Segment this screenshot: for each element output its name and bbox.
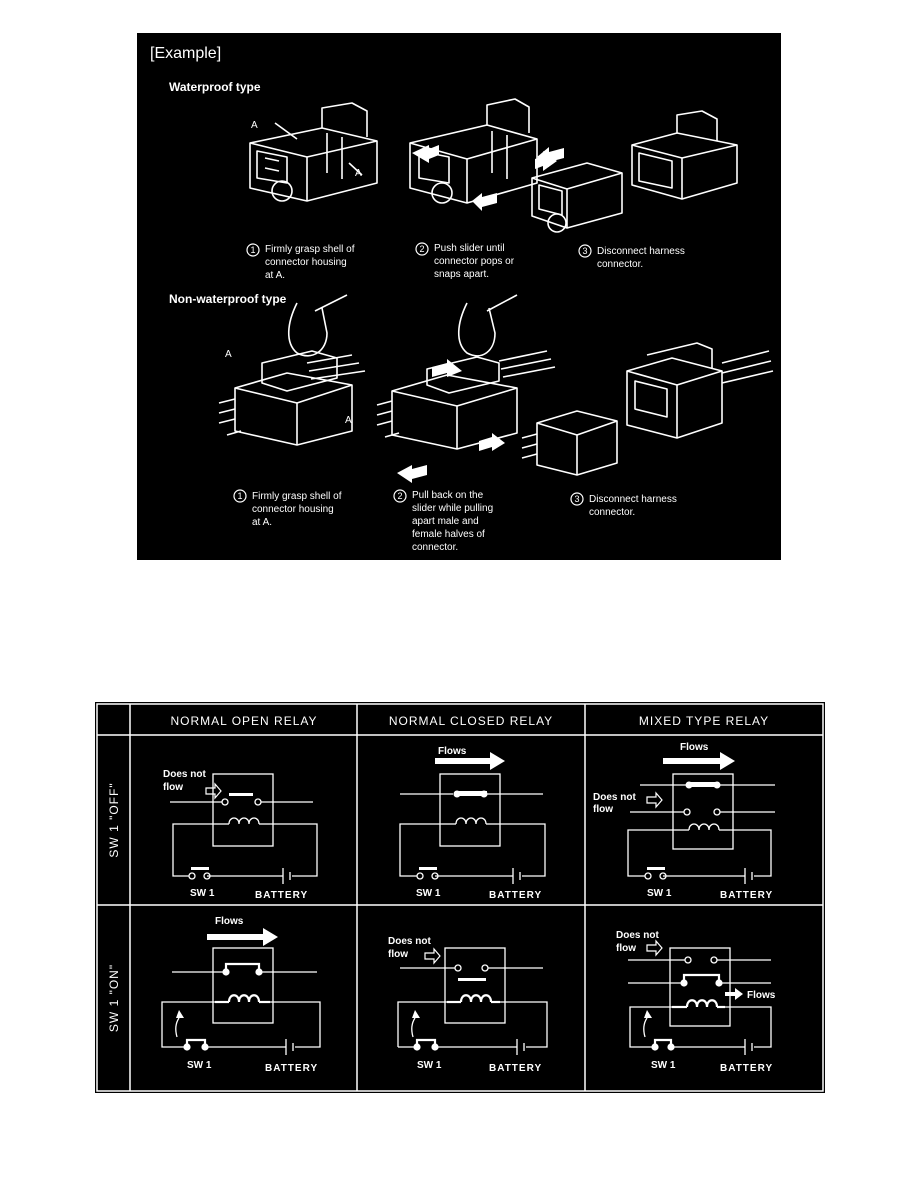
non-waterproof-step2-line4: female halves of [412,529,485,540]
non-waterproof-step2-line1: Pull back on the [412,490,484,501]
waterproof-step1-line2: connector housing [265,257,347,268]
example-label: [Example] [150,45,221,62]
normal-open-off-circuit: Does not flow SW 1 BATTERY [163,769,318,901]
mixed-off-circuit: Flows Does not flow SW 1 BATTERY [593,742,775,901]
normal-closed-off-circuit: Flows SW 1 BATTERY [399,746,546,901]
no-off-sw1: SW 1 [190,888,215,899]
waterproof-connector-step3a [531,162,623,233]
pull-arrow-2 [397,465,427,483]
non-waterproof-step2-line5: connector. [412,542,458,553]
no-off-does-not: Does not [163,769,206,780]
no-off-flow: flow [163,782,183,793]
mixed-off-does-not: Does not [593,792,636,803]
waterproof-heading: Waterproof type [169,80,261,94]
row-label-sw1-off: SW 1 "OFF" [107,782,121,857]
nc-off-sw1: SW 1 [416,888,441,899]
slide-arrow-1 [432,359,462,377]
connector-example-panel: [Example] Waterproof type A A Non-waterp… [137,33,781,560]
mixed-on-sw1: SW 1 [651,1060,676,1071]
non-waterproof-step1-line1: Firmly grasp shell of [252,491,342,502]
waterproof-step1-line1: Firmly grasp shell of [265,244,355,255]
mixed-on-does-not: Does not [616,930,659,941]
waterproof-callout-a1: A [251,120,258,131]
waterproof-step1-line3: at A. [265,270,285,281]
nc-on-sw1: SW 1 [417,1060,442,1071]
non-waterproof-step1-line2: connector housing [252,504,334,515]
mixed-on-flow: flow [616,943,636,954]
nc-off-flows: Flows [438,746,467,757]
no-on-battery: BATTERY [265,1063,318,1074]
normal-closed-on-circuit: Does not flow SW 1 BATTERY [388,936,548,1074]
waterproof-step3-number: 3 [582,246,587,256]
non-waterproof-step3-line2: connector. [589,507,635,518]
nc-on-battery: BATTERY [489,1063,542,1074]
non-waterproof-heading: Non-waterproof type [169,292,287,306]
mixed-off-flow: flow [593,804,613,815]
normal-open-on-circuit: Flows SW 1 BATTERY [161,916,321,1074]
nc-on-does-not: Does not [388,936,431,947]
pull-arrow-1 [479,433,505,451]
no-on-sw1: SW 1 [187,1060,212,1071]
relay-table: NORMAL OPEN RELAY NORMAL CLOSED RELAY MI… [95,702,825,1093]
non-waterproof-step2-number: 2 [397,491,402,501]
mixed-on-battery: BATTERY [720,1063,773,1074]
waterproof-step2-number: 2 [419,244,424,254]
non-waterproof-step2-line2: slider while pulling [412,503,493,514]
row-label-sw1-on: SW 1 "ON" [107,964,121,1032]
non-waterproof-callout-a1: A [225,349,232,360]
nc-off-battery: BATTERY [489,890,542,901]
non-waterproof-connector-step3b [626,342,774,439]
waterproof-step1-number: 1 [250,245,255,255]
header-normal-closed: NORMAL CLOSED RELAY [389,714,553,728]
nc-on-flow: flow [388,949,408,960]
non-waterproof-connector-step3a [521,410,618,476]
waterproof-callout-a2: A [355,168,362,179]
separate-arrow-2 [537,147,564,167]
mixed-off-sw1: SW 1 [647,888,672,899]
non-waterproof-callout-a2: A [345,415,352,426]
header-normal-open: NORMAL OPEN RELAY [170,714,317,728]
non-waterproof-connector-step2 [376,294,556,450]
non-waterproof-step3-line1: Disconnect harness [589,494,677,505]
mixed-off-battery: BATTERY [720,890,773,901]
non-waterproof-step1-line3: at A. [252,517,272,528]
non-waterproof-step1-number: 1 [237,491,242,501]
mixed-off-flows: Flows [680,742,709,753]
separate-arrow-1 [472,193,497,211]
waterproof-step3-line1: Disconnect harness [597,246,685,257]
connector-illustration: [Example] Waterproof type A A Non-waterp… [150,45,774,553]
push-arrow-1 [412,145,439,163]
header-mixed-type: MIXED TYPE RELAY [639,714,769,728]
waterproof-connector-step3b [631,110,738,200]
no-on-flows: Flows [215,916,244,927]
waterproof-step2-line2: connector pops or [434,256,515,267]
non-waterproof-step2-line3: apart male and [412,516,479,527]
waterproof-step3-line2: connector. [597,259,643,270]
non-waterproof-connector-step1 [218,294,366,446]
waterproof-step2-line1: Push slider until [434,243,505,254]
non-waterproof-step3-number: 3 [574,494,579,504]
waterproof-connector-step1 [249,102,378,202]
table-grid-lines [96,703,824,1092]
no-off-battery: BATTERY [255,890,308,901]
mixed-on-flows: Flows [747,990,776,1001]
relay-table-grid: NORMAL OPEN RELAY NORMAL CLOSED RELAY MI… [96,703,824,1092]
waterproof-step2-line3: snaps apart. [434,269,489,280]
mixed-on-circuit: Does not flow Flows SW 1 BATTERY [616,930,776,1074]
